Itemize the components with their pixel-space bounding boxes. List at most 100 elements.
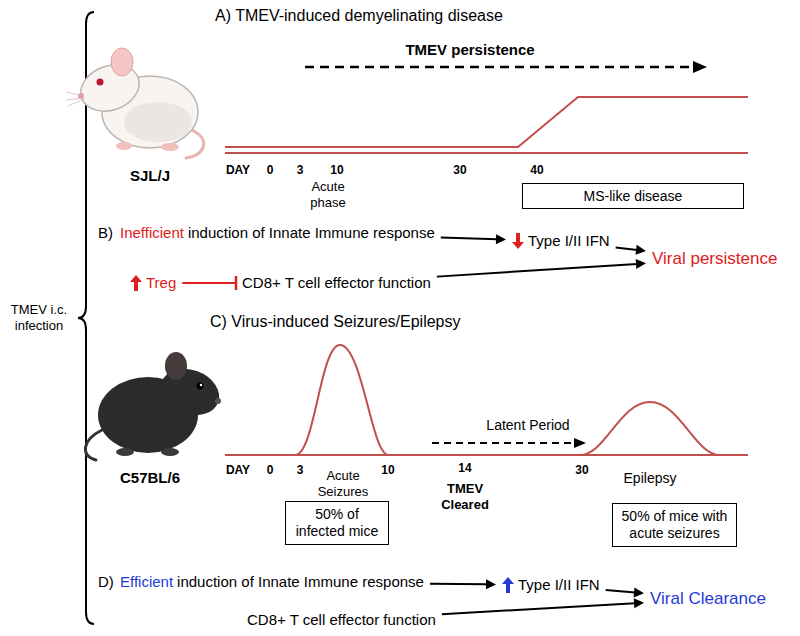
day-number: 30 xyxy=(453,163,466,177)
cell-text: CD8+ T cell effector function xyxy=(240,273,433,293)
effect-text: Type I/II IFN xyxy=(510,231,612,251)
connector-line xyxy=(616,247,637,250)
event-label: TMEV Cleared xyxy=(435,481,495,512)
arrow-head xyxy=(634,587,644,597)
arrow-connector xyxy=(441,234,506,244)
day-number: 10 xyxy=(330,163,343,177)
mouse-foot xyxy=(161,448,179,456)
mouse-foot xyxy=(116,142,132,150)
node-text: Inefficient xyxy=(120,224,184,242)
arrow-shape xyxy=(502,577,514,593)
node-text: MS-like disease xyxy=(529,188,737,205)
latent-arrow xyxy=(432,438,586,448)
connector-line xyxy=(441,238,497,240)
decrease-arrow xyxy=(512,233,524,249)
day-number: 10 xyxy=(381,463,394,477)
phase-label: Acute Seizures xyxy=(313,468,373,499)
mouse-foot xyxy=(116,448,134,456)
timeline-c xyxy=(225,345,748,455)
dashed-line xyxy=(432,442,574,444)
day-number: 3 xyxy=(297,463,304,477)
arrow-head xyxy=(693,61,707,73)
node-text: Treg xyxy=(146,274,176,292)
arrow-shape xyxy=(130,275,142,291)
node-text: induction of Innate Immune response xyxy=(177,573,424,591)
increase-arrow xyxy=(502,577,514,593)
seizure-curve xyxy=(295,345,388,455)
connector-line xyxy=(437,264,637,277)
node-text: Viral persistence xyxy=(652,249,777,269)
node-text: 50% of infected mice xyxy=(292,506,382,540)
panel-letter: B) xyxy=(98,224,113,242)
mouse-eye xyxy=(97,79,104,86)
day-number: 3 xyxy=(297,163,304,177)
eye-highlight xyxy=(200,384,202,386)
baseline xyxy=(225,152,748,154)
disease-curve xyxy=(225,97,748,147)
phase-label: Epilepsy xyxy=(624,470,677,487)
arrow-head xyxy=(636,245,647,255)
section-heading: A) TMEV-induced demyelinating disease xyxy=(215,6,503,25)
dashed-line xyxy=(305,66,693,69)
arrow-connector xyxy=(616,245,646,255)
node-text: Type I/II IFN xyxy=(528,232,610,250)
cause-text: Efficientinduction of Innate Immune resp… xyxy=(118,572,426,592)
epilepsy-curve xyxy=(580,402,720,455)
persistence-arrow xyxy=(305,61,707,73)
node-text: Viral Clearance xyxy=(650,589,766,609)
axis-label: DAY xyxy=(226,163,250,177)
arrow-connector xyxy=(437,259,646,277)
phase-label: Acute phase xyxy=(298,179,358,210)
arrow-head xyxy=(634,598,644,608)
panel-letter: D) xyxy=(98,573,114,591)
white-mouse xyxy=(66,48,204,158)
day-number: 14 xyxy=(458,461,471,475)
outcome-text: Viral persistence xyxy=(650,248,779,270)
node-text: Efficient xyxy=(120,573,173,591)
increase-arrow xyxy=(130,275,142,291)
node-text: CD8+ T cell effector function xyxy=(247,611,436,629)
arrow-label: Latent Period xyxy=(486,417,569,434)
strain-label: C57BL/6 xyxy=(120,469,180,487)
effect-text: Type I/II IFN xyxy=(500,575,602,595)
mouse-eye xyxy=(197,383,204,390)
strain-label: SJL/J xyxy=(130,167,170,185)
arrow-connector xyxy=(606,587,644,597)
arrow-connector xyxy=(442,598,644,614)
connector-line xyxy=(606,590,635,593)
mouse-head xyxy=(154,361,225,423)
day-number: 0 xyxy=(267,163,274,177)
arrow-head xyxy=(574,438,586,448)
inhibition-bar xyxy=(235,276,238,290)
baseline xyxy=(225,454,748,456)
cause-text: Inefficientinduction of Innate Immune re… xyxy=(118,223,437,243)
infection-label: TMEV i.c. infection xyxy=(3,302,75,333)
mouse-nose xyxy=(215,398,221,404)
percent-box: 50% of infected mice xyxy=(285,501,389,545)
mouse-shading xyxy=(124,102,192,142)
mouse-tail xyxy=(85,430,102,460)
inhibition-connector xyxy=(182,276,236,290)
mouse-ear xyxy=(111,48,133,76)
mouse-foot xyxy=(161,143,179,151)
arrow-label: TMEV persistence xyxy=(405,41,534,59)
outcome-text: Viral Clearance xyxy=(648,588,768,610)
day-number: 0 xyxy=(267,463,274,477)
node-text: 50% of mice with acute seizures xyxy=(619,508,730,542)
mouse-head xyxy=(74,57,145,119)
connector-line xyxy=(430,583,487,586)
arrow-head xyxy=(486,579,496,589)
arrow-connector xyxy=(430,579,496,589)
section-heading: C) Virus-induced Seizures/Epilepsy xyxy=(210,312,460,331)
axis-label: DAY xyxy=(226,463,250,477)
percent-box: 50% of mice with acute seizures xyxy=(612,503,737,547)
arrow-shape xyxy=(512,233,524,249)
day-number: 40 xyxy=(530,163,543,177)
mouse-ear xyxy=(165,352,187,380)
phase-box: MS-like disease xyxy=(522,183,744,210)
node-text: induction of Innate Immune response xyxy=(188,224,435,242)
mouse-whiskers xyxy=(66,92,84,106)
cell-text: Treg xyxy=(128,273,178,293)
cell-text: CD8+ T cell effector function xyxy=(245,610,438,630)
